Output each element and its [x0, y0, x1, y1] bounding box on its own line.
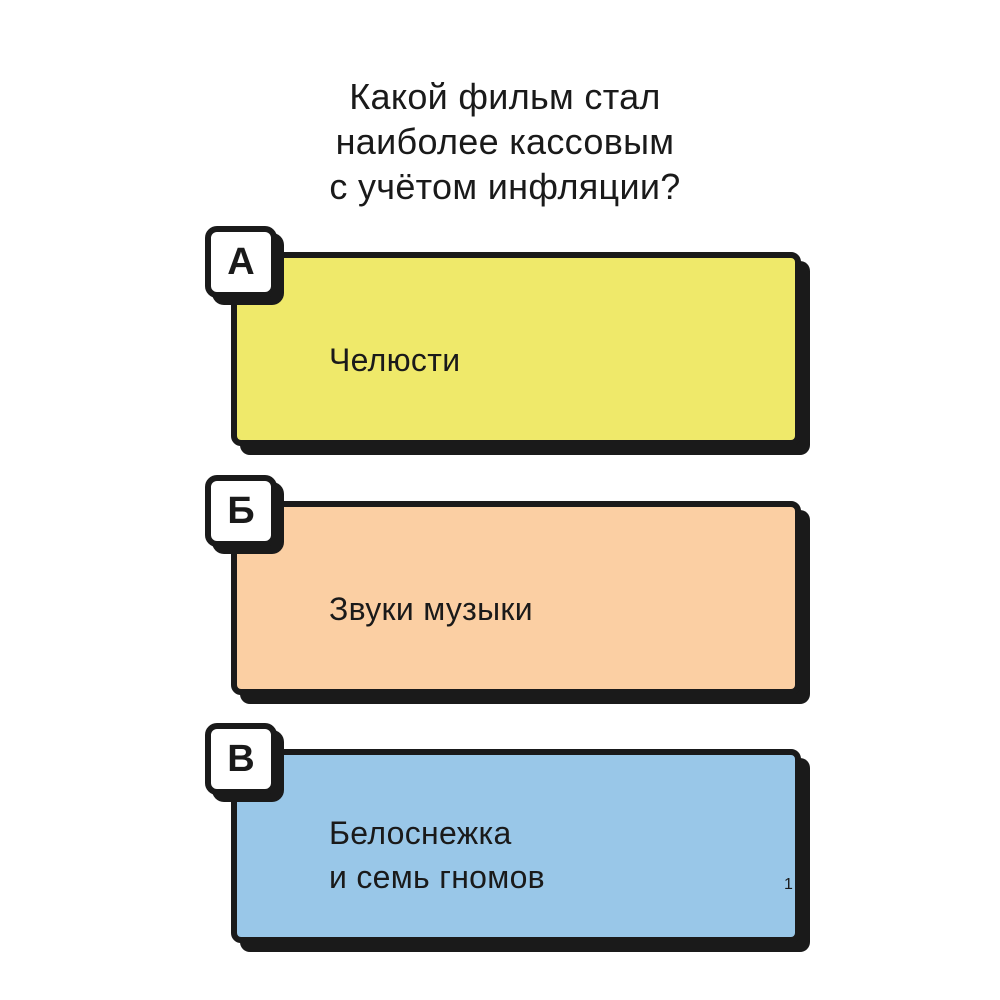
- question-title: Какой фильм стал наиболее кассовым с учё…: [250, 74, 760, 209]
- option-letter-badge-b: Б: [205, 475, 277, 547]
- answer-text-b-line-1: Звуки музыки: [329, 591, 533, 627]
- answer-card-b[interactable]: Звуки музыки: [231, 501, 801, 695]
- page-number: 1: [784, 876, 793, 893]
- question-line-3: с учётом инфляции?: [329, 166, 681, 207]
- answer-text-c: Белоснежка и семь гномов: [329, 811, 545, 899]
- answer-option-b[interactable]: Звуки музыки Б: [205, 475, 805, 715]
- answer-text-c-line-2: и семь гномов: [329, 859, 545, 895]
- answer-option-a[interactable]: Челюсти А: [205, 226, 805, 466]
- option-letter-badge-a: А: [205, 226, 277, 298]
- answer-text-b: Звуки музыки: [329, 587, 533, 631]
- answer-option-c[interactable]: Белоснежка и семь гномов В: [205, 723, 805, 963]
- answer-card-a[interactable]: Челюсти: [231, 252, 801, 446]
- option-letter-badge-c: В: [205, 723, 277, 795]
- answer-text-a: Челюсти: [329, 338, 460, 382]
- answer-card-c[interactable]: Белоснежка и семь гномов: [231, 749, 801, 943]
- question-line-1: Какой фильм стал: [349, 76, 661, 117]
- answer-text-a-line-1: Челюсти: [329, 342, 461, 378]
- answer-text-c-line-1: Белоснежка: [329, 815, 512, 851]
- question-line-2: наиболее кассовым: [335, 121, 675, 162]
